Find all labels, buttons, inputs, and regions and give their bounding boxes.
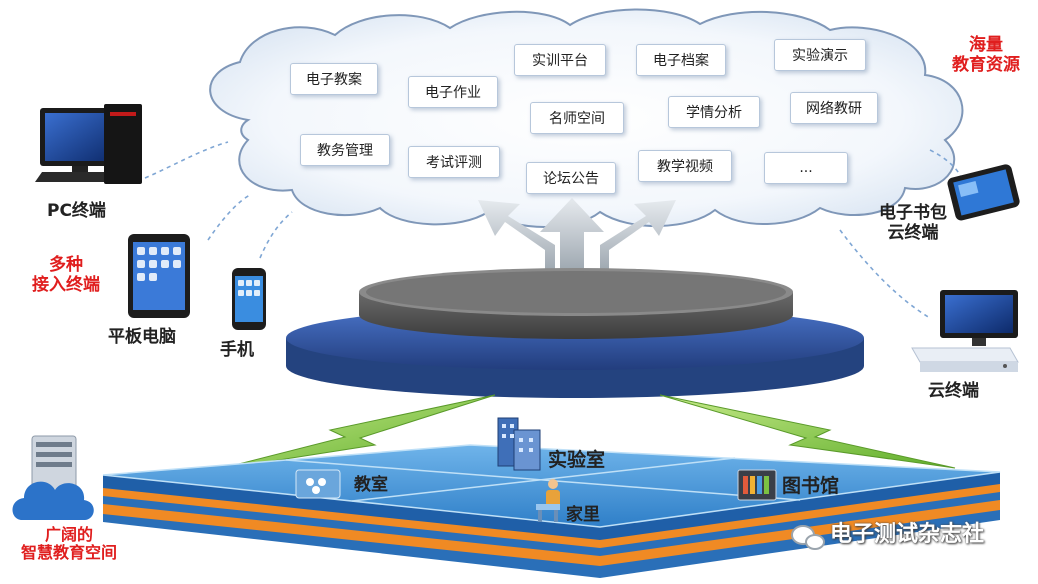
resource-academic-affairs: 教务管理: [300, 134, 390, 166]
education-space-title: 广阔的智慧教育空间: [20, 525, 117, 563]
resource-e-archive: 电子档案: [636, 44, 726, 76]
cloud-terminal-label: 云终端: [928, 381, 979, 401]
resource-teaching-video: 教学视频: [638, 150, 732, 182]
home-person-icon: [536, 479, 560, 522]
ebook-tablet-icon: [947, 164, 1020, 221]
cloud-platform: [286, 268, 864, 398]
multi-terminal-title: 多种接入终端: [32, 255, 100, 295]
pc-terminal-label: PC终端: [47, 201, 106, 221]
server-cloud-icon: [12, 435, 94, 520]
mass-resources-title: 海量教育资源: [952, 35, 1020, 75]
resource-experiment-demo: 实验演示: [774, 39, 866, 71]
pc-icon: [35, 104, 142, 184]
wechat-icon: [791, 525, 825, 550]
wechat-watermark: 电子测试杂志社: [830, 522, 985, 547]
tablet-label: 平板电脑: [108, 327, 176, 347]
classroom-label: 教室: [354, 475, 388, 495]
resource-exam-evaluation: 考试评测: [408, 146, 500, 178]
ebook-terminal-label: 电子书包云终端: [879, 203, 947, 243]
lab-building-icon: [497, 417, 541, 471]
lab-label: 实验室: [548, 449, 606, 471]
resource-e-lesson-plan: 电子教案: [290, 63, 378, 95]
resource-forum-notices: 论坛公告: [526, 162, 616, 194]
resource-teacher-space: 名师空间: [530, 102, 624, 134]
resource-training-platform: 实训平台: [514, 44, 606, 76]
classroom-icon: [295, 469, 341, 499]
library-icon: [737, 469, 777, 501]
cloud-terminal-icon: [911, 290, 1019, 372]
resource-learning-analytics: 学情分析: [668, 96, 760, 128]
library-label: 图书馆: [782, 475, 840, 497]
phone-label: 手机: [220, 340, 254, 360]
upload-arrows: [478, 198, 676, 275]
resource-e-homework: 电子作业: [408, 76, 498, 108]
phone-icon: [232, 268, 266, 330]
home-label: 家里: [566, 505, 600, 525]
tablet-icon: [128, 234, 190, 318]
resource-more: ...: [764, 152, 848, 184]
resource-online-research: 网络教研: [790, 92, 878, 124]
